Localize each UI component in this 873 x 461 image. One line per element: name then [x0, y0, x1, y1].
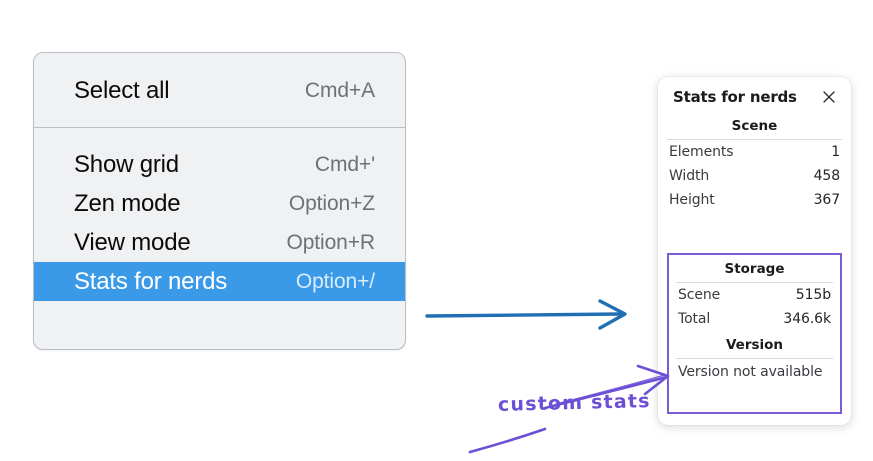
stats-for-nerds-panel: Stats for nerds Scene Elements 1 Width 4… — [658, 77, 851, 425]
stat-label: Width — [669, 168, 710, 184]
stat-label: Total — [678, 311, 711, 327]
stat-value: 1 — [831, 144, 840, 160]
stats-panel-header: Stats for nerds — [658, 77, 851, 112]
menu-item-zen-mode[interactable]: Zen mode Option+Z — [34, 184, 405, 223]
menu-item-select-all[interactable]: Select all Cmd+A — [34, 71, 405, 110]
menu-item-shortcut: Option+R — [286, 231, 375, 254]
menu-item-stats-for-nerds[interactable]: Stats for nerds Option+/ — [34, 262, 405, 301]
stats-panel-title: Stats for nerds — [673, 88, 797, 106]
menu-item-label: Select all — [74, 76, 170, 104]
stat-value: 515b — [795, 287, 831, 303]
close-icon[interactable] — [821, 89, 837, 105]
stat-row-storage-total: Total 346.6k — [667, 307, 842, 331]
menu-item-label: Stats for nerds — [74, 267, 228, 295]
stat-label: Scene — [678, 287, 721, 303]
menu-group-secondary: Show grid Cmd+' Zen mode Option+Z View m… — [34, 128, 405, 321]
section-heading-storage: Storage — [724, 261, 785, 277]
stat-value: 458 — [813, 168, 841, 184]
handwritten-label-custom-stats: custom stats — [497, 390, 651, 416]
section-heading-scene: Scene — [731, 118, 778, 134]
stat-label: Height — [669, 192, 715, 208]
menu-item-shortcut: Cmd+' — [314, 153, 375, 176]
stat-row-storage-scene: Scene 515b — [667, 283, 842, 307]
menu-item-view-mode[interactable]: View mode Option+R — [34, 223, 405, 262]
stat-value: 367 — [813, 192, 841, 208]
section-divider — [667, 139, 842, 140]
stat-value: 346.6k — [783, 311, 831, 327]
stat-label: Elements — [669, 144, 734, 160]
menu-group-primary: Select all Cmd+A — [34, 53, 405, 128]
menu-item-label: Zen mode — [74, 189, 181, 217]
menu-item-label: Show grid — [74, 150, 179, 178]
section-divider — [676, 282, 833, 283]
section-heading-version: Version — [725, 337, 784, 353]
menu-item-shortcut: Option+/ — [295, 270, 375, 293]
stat-row-elements: Elements 1 — [658, 140, 851, 164]
menu-item-label: View mode — [74, 228, 191, 256]
stat-row-width: Width 458 — [658, 164, 851, 188]
menu-item-shortcut: Cmd+A — [304, 79, 375, 102]
menu-item-shortcut: Option+Z — [288, 192, 375, 215]
menu-bottom-spacer — [34, 301, 405, 321]
stat-row-height: Height 367 — [658, 188, 851, 212]
menu-item-show-grid[interactable]: Show grid Cmd+' — [34, 145, 405, 184]
version-value: Version not available — [678, 364, 823, 380]
blue-arrow-menu-to-panel — [425, 299, 627, 330]
section-divider — [676, 358, 833, 359]
purple-underline-stroke — [468, 427, 547, 454]
custom-stats-group: Storage Scene 515b Total 346.6k Version … — [667, 253, 842, 384]
canvas-context-menu[interactable]: Select all Cmd+A Show grid Cmd+' Zen mod… — [33, 52, 406, 350]
